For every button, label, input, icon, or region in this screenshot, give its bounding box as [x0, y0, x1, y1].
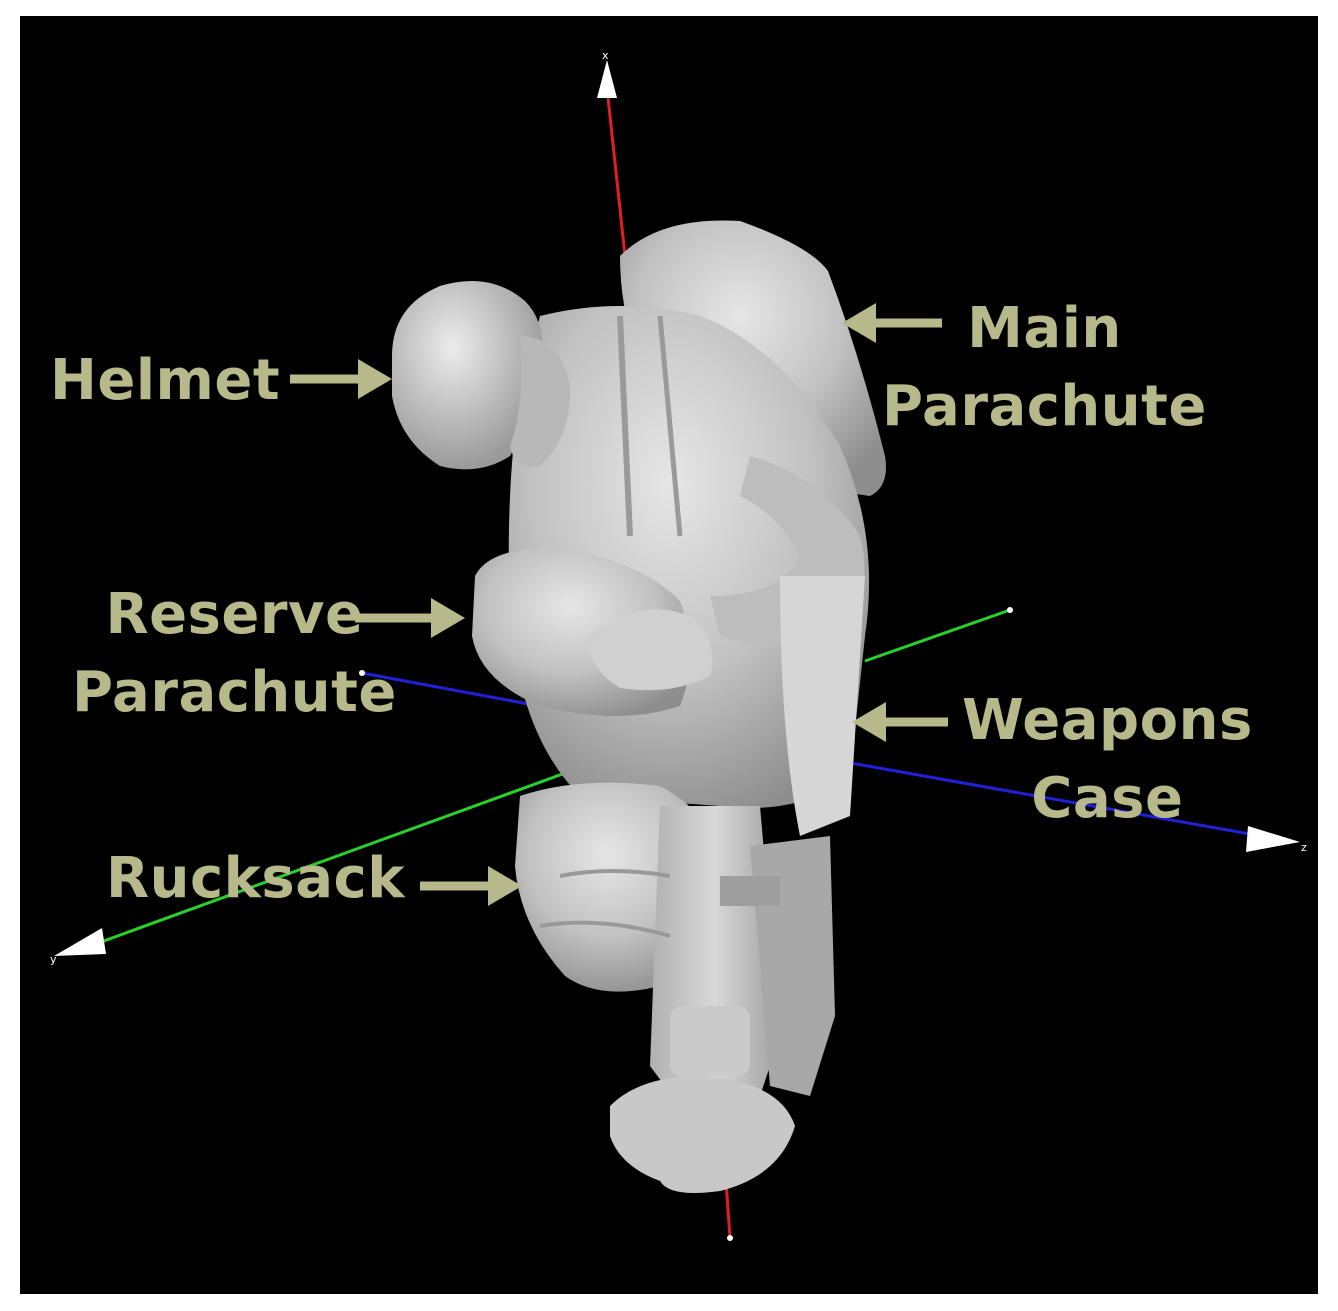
y-axis-label: y	[50, 953, 57, 966]
weapons-case-arrow-icon	[852, 702, 948, 742]
x-axis-arrow-icon	[597, 60, 617, 98]
boots	[610, 1076, 795, 1194]
reserve-parachute-arrow-icon	[355, 598, 465, 638]
face	[510, 336, 571, 467]
x-axis-label: x	[602, 49, 609, 62]
knee-pad	[670, 1006, 750, 1076]
z-axis-arrow-icon	[1246, 826, 1300, 852]
rucksack-label: Rucksack	[106, 846, 405, 911]
y-axis	[54, 607, 1013, 956]
reserve-parachute-label: Reserve Parachute	[72, 582, 397, 725]
helmet-arrow-icon	[290, 359, 392, 399]
scan-scene	[54, 60, 1300, 1241]
rucksack-arrow-icon	[420, 866, 522, 906]
z-axis-label: z	[1301, 841, 1307, 854]
annotation-arrows	[290, 303, 948, 906]
3d-viewport[interactable]: x y z Helmet Main Parachute Reserve Para…	[20, 16, 1318, 1294]
main-parachute-label: Main Parachute	[882, 296, 1207, 439]
y-axis-arrow-icon	[54, 928, 106, 956]
weapons-case	[780, 576, 865, 836]
z-axis	[359, 670, 1300, 852]
hands	[589, 609, 713, 691]
helmet	[392, 281, 543, 470]
helmet-label: Helmet	[50, 348, 281, 413]
main-parachute-arrow-icon	[842, 303, 942, 343]
paratrooper-model	[392, 220, 886, 1194]
weapons-case-label: Weapons Case	[962, 688, 1253, 831]
